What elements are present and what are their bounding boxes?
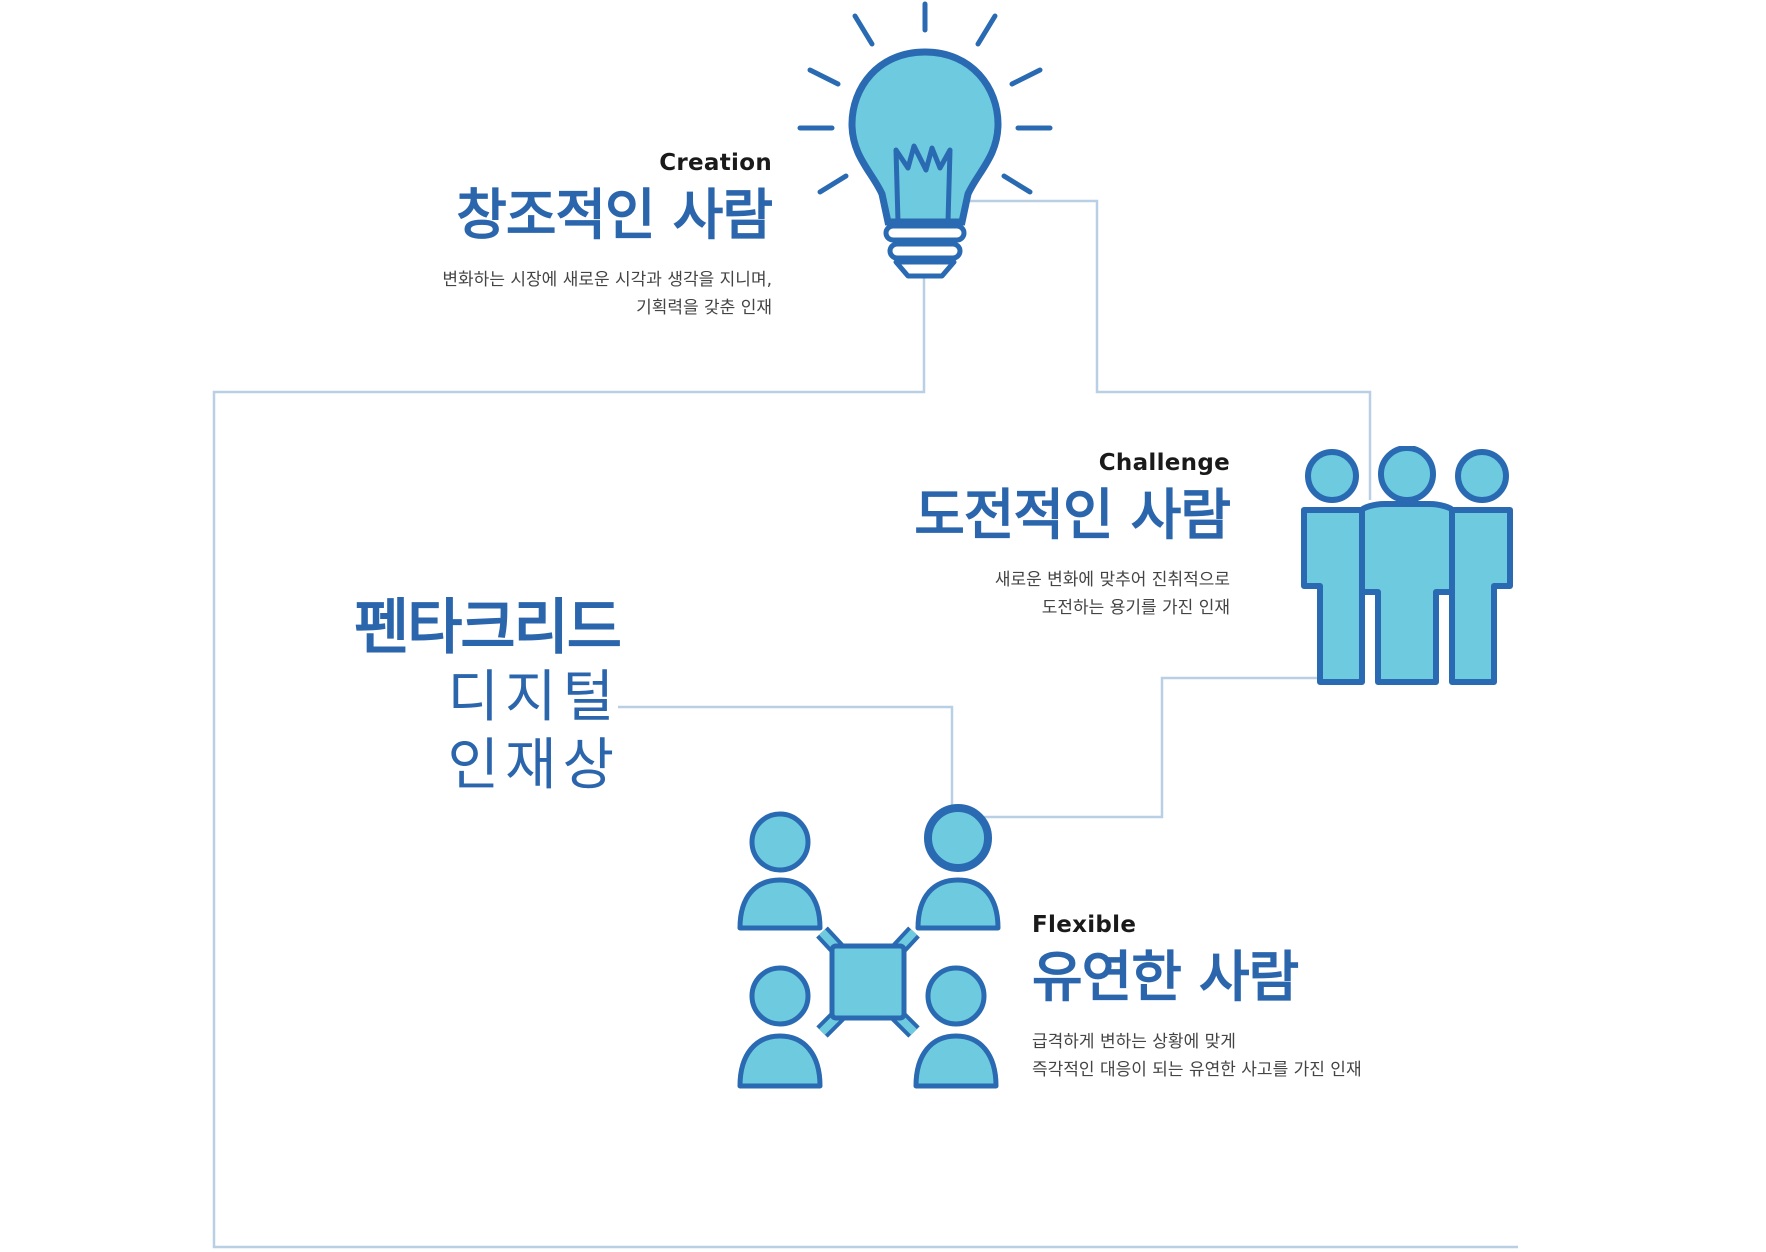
creation-english-label: Creation [659,150,772,176]
lightbulb-icon [797,1,1053,279]
flexible-desc-line1: 급격하게 변하는 상황에 맞게 [1032,1032,1236,1052]
brand-sub-line2: 인재상 [447,733,620,798]
creation-desc-line2: 기획력을 갖춘 인재 [636,298,772,318]
flexible-block: Flexible 유연한 사람 급격하게 변하는 상황에 맞게 즉각적인 대응이… [1032,912,1592,1084]
brand-sub-line1: 디지털 [447,665,620,730]
challenge-title: 도전적인 사람 [914,483,1231,547]
brand-name: 펜타크리드 [354,593,622,663]
connector-lightbulb-left [212,270,1518,1249]
flexible-title: 유연한 사람 [1032,945,1299,1009]
creation-title: 창조적인 사람 [456,183,773,247]
challenge-desc-line1: 새로운 변화에 맞추어 진취적으로 [994,570,1230,590]
challenge-english-label: Challenge [1098,450,1230,476]
creation-block: Creation 창조적인 사람 변화하는 시장에 새로운 시각과 생각을 지니… [340,150,773,322]
creation-desc-line1: 변화하는 시장에 새로운 시각과 생각을 지니며, [442,270,772,290]
connector-brand-to-network [618,705,954,805]
challenge-desc-line2: 도전하는 용기를 가진 인재 [1041,598,1230,618]
team-people-icon [1301,446,1513,685]
brand-heading: 펜타크리드 디지털 인재상 [300,592,622,800]
challenge-block: Challenge 도전적인 사람 새로운 변화에 맞추어 진취적으로 도전하는… [720,450,1231,622]
flexible-english-label: Flexible [1032,912,1137,938]
connector-team-to-network [968,676,1330,819]
flexible-desc-line2: 즉각적인 대응이 되는 유연한 사고를 가진 인재 [1032,1060,1362,1080]
connector-lightbulb-right [924,199,1372,500]
network-people-icon [737,804,1001,1089]
